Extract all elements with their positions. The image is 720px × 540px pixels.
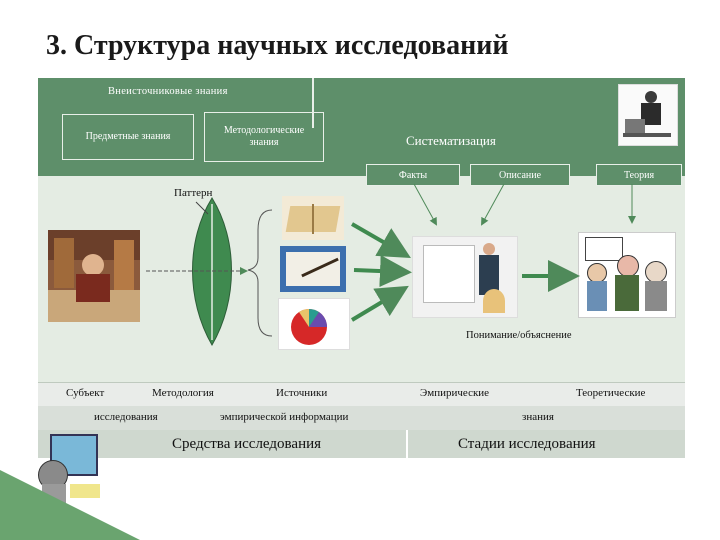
pattern-label: Паттерн (174, 187, 212, 199)
books-to-stage-arrow (352, 224, 404, 254)
stages-of-research-label: Стадии исследования (458, 436, 596, 453)
sources-label: Источники (276, 387, 327, 399)
knowledge-label: знания (522, 411, 554, 423)
description-arrow (482, 184, 504, 224)
corner-decoration (0, 470, 140, 540)
means-of-research-label: Средства исследования (172, 436, 321, 453)
empirical-info-label: эмпирической информации (220, 411, 348, 423)
sources-brace (248, 210, 272, 336)
methodology-label: Методология (152, 387, 214, 399)
understanding-label: Понимание/объяснение (466, 330, 572, 341)
chart-to-stage-arrow (352, 290, 402, 320)
theoretical-label: Теоретические (576, 387, 645, 399)
pen-to-stage-arrow (354, 270, 404, 272)
subject-label: Субъект (66, 387, 104, 399)
research-subject-label: исследования (94, 411, 158, 423)
empirical-label: Эмпирические (420, 387, 489, 399)
facts-arrow (414, 184, 436, 224)
